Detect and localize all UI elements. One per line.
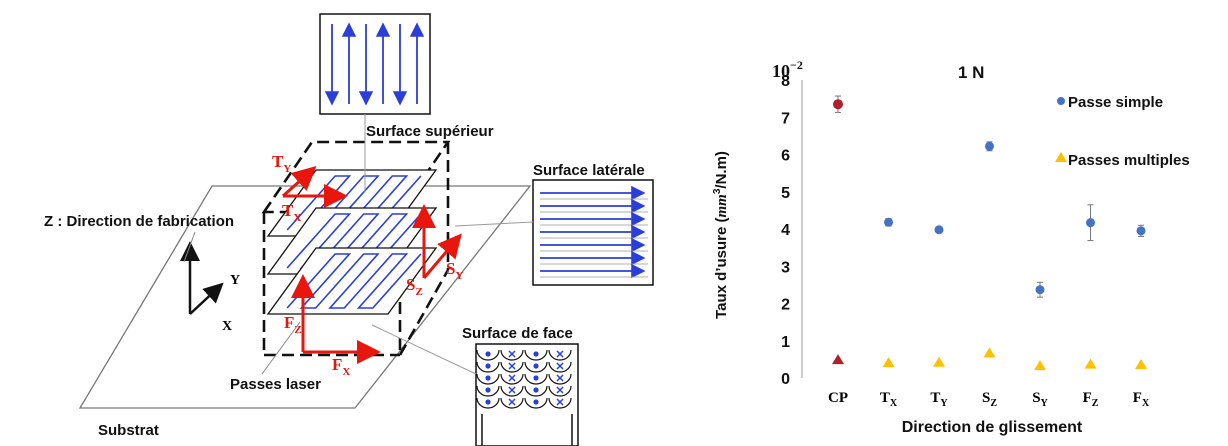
lateral-surface-inset <box>454 179 654 286</box>
scan-path <box>286 253 422 309</box>
y-tick-label: 8 <box>781 73 790 90</box>
point-passes-multiples <box>882 357 895 368</box>
bead-dot <box>485 363 491 369</box>
label-z-direction: Z : Direction de fabrication <box>44 213 234 230</box>
legend-item-passe-simple: Passe simple <box>1068 94 1163 111</box>
direction-arrows <box>281 165 462 364</box>
bead-cross <box>508 398 516 406</box>
x-tick-label: SY <box>1032 390 1048 409</box>
bead-dot <box>533 399 539 405</box>
label-tx: TX <box>282 201 301 224</box>
point-passes-multiples <box>832 354 844 365</box>
point-passes-multiples <box>933 356 945 367</box>
x-tick-label: SZ <box>982 390 997 409</box>
x-tick-label: TX <box>880 390 898 409</box>
bead-dot <box>533 351 539 357</box>
y-tick-label: 7 <box>781 110 790 127</box>
bead-cross <box>556 398 564 406</box>
legend-item-passes-multiples: Passes multiples <box>1068 152 1190 169</box>
label-fx: FX <box>332 355 350 378</box>
fabrication-diagram: Y X TY TX SY SZ FZ FX Surface supérieur … <box>44 13 654 446</box>
x-tick-label: FX <box>1133 390 1150 409</box>
y-multiplier: 10−2 <box>772 58 803 81</box>
point-passes-multiples <box>1034 360 1046 371</box>
y-tick-label: 1 <box>781 334 790 351</box>
x-tick-labels: CP TX TY SZ SY FZ FX <box>828 390 1150 409</box>
point-passes-multiples <box>983 347 996 358</box>
y-tick-label: 4 <box>781 222 790 239</box>
label-passes-laser: Passes laser <box>230 376 321 393</box>
xy-axes <box>180 241 224 315</box>
y-tick-label: 2 <box>781 297 790 314</box>
label-sy: SY <box>446 259 463 282</box>
bead-dot <box>485 399 491 405</box>
bead-cross <box>556 350 564 358</box>
bead-dot <box>533 387 539 393</box>
label-surface-laterale: Surface latérale <box>533 162 645 179</box>
point-passe-simple <box>1086 218 1095 228</box>
bead-cross <box>508 362 516 370</box>
legend-marker-circle <box>1057 97 1065 105</box>
top-surface-inset <box>319 13 431 192</box>
legend: Passe simple Passes multiples <box>1055 94 1190 169</box>
y-tick-label: 6 <box>781 148 790 165</box>
y-tick-labels: 0 1 2 3 4 5 6 7 8 <box>781 73 790 388</box>
y-tick-label: 0 <box>781 371 790 388</box>
wear-rate-chart: 0 1 2 3 4 5 6 7 8 CP TX TY SZ SY FZ FX 10−2 1 N Taux d… <box>712 58 1190 436</box>
bead-cross <box>508 374 516 382</box>
front-surface-inset <box>371 324 579 446</box>
label-surface-superieur: Surface supérieur <box>366 123 494 140</box>
y-tick-label: 5 <box>781 185 790 202</box>
axis-y-label: Y <box>230 273 240 288</box>
point-passe-simple <box>1136 226 1146 236</box>
bead-dot <box>485 387 491 393</box>
label-substrat: Substrat <box>98 422 159 439</box>
bead-dot <box>533 363 539 369</box>
x-axis-label: Direction de glissement <box>902 419 1083 436</box>
bead-dot <box>533 375 539 381</box>
point-passe-simple <box>985 141 994 151</box>
data-points <box>832 95 1147 371</box>
label-fz: FZ <box>284 313 302 336</box>
point-passe-simple <box>934 225 944 235</box>
point-passe-simple <box>833 99 843 110</box>
point-passe-simple <box>1035 285 1045 295</box>
bead-cross <box>556 386 564 394</box>
point-passes-multiples <box>1135 358 1147 369</box>
bead-cross <box>508 386 516 394</box>
label-ty: TY <box>272 152 291 175</box>
x-tick-label: CP <box>828 390 848 406</box>
bead-cross <box>556 374 564 382</box>
point-passes-multiples <box>1084 358 1097 369</box>
bead-cross <box>556 362 564 370</box>
bead-dot <box>485 375 491 381</box>
legend-marker-triangle <box>1055 152 1067 162</box>
label-surface-de-face: Surface de face <box>462 325 573 342</box>
chart-title: 1 N <box>958 63 984 82</box>
x-tick-label: FZ <box>1083 390 1099 409</box>
label-sz: SZ <box>406 275 423 298</box>
bead-cross <box>508 350 516 358</box>
y-axis-label: Taux d’usure (mm3/N.m) <box>712 151 730 319</box>
point-passe-simple <box>884 217 893 227</box>
x-tick-label: TY <box>930 390 948 409</box>
bead-dot <box>485 351 491 357</box>
axis-x-label: X <box>222 319 232 334</box>
y-tick-label: 3 <box>781 259 790 276</box>
